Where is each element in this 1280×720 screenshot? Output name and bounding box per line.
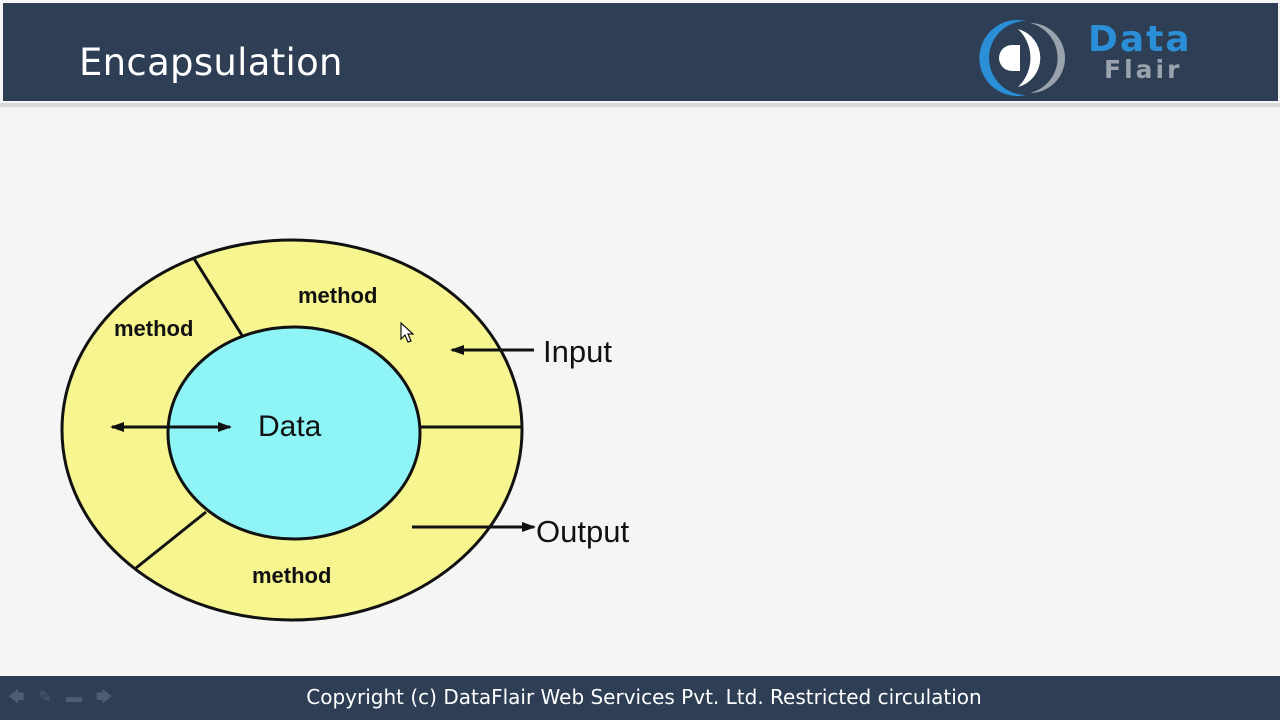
pen-icon[interactable]: ✎ <box>38 689 52 706</box>
data-core-circle <box>166 325 422 541</box>
input-label: Input <box>543 334 612 369</box>
slideshow-nav: 🡄 ✎ ▬ 🡆 <box>8 690 112 706</box>
slide-footer: 🡄 ✎ ▬ 🡆 Copyright (c) DataFlair Web Serv… <box>0 676 1280 720</box>
back-arrow-icon[interactable]: 🡄 <box>8 689 25 706</box>
dataflair-logo: Data Flair <box>968 15 1218 99</box>
ring-divider-top <box>191 256 245 338</box>
encapsulation-diagram: Data method method method Input Output <box>60 238 629 622</box>
forward-arrow-icon[interactable]: 🡆 <box>95 689 113 706</box>
header-divider <box>0 103 1280 107</box>
slide-header: Encapsulation Data Flair <box>3 3 1278 101</box>
slide-title: Encapsulation <box>79 41 343 84</box>
ring-divider-bottom <box>135 510 207 570</box>
logo-mark-icon <box>979 20 1065 96</box>
output-label: Output <box>536 514 629 549</box>
logo-text-data: Data <box>1088 19 1192 60</box>
logo-text-flair: Flair <box>1104 55 1183 84</box>
data-label: Data <box>258 410 322 443</box>
method-label-left: method <box>114 316 193 341</box>
mouse-cursor-icon <box>400 322 414 343</box>
copyright-text: Copyright (c) DataFlair Web Services Pvt… <box>306 685 982 709</box>
method-label-bottom: method <box>252 563 331 588</box>
screen-icon[interactable]: ▬ <box>65 689 82 706</box>
method-label-top: method <box>298 283 377 308</box>
